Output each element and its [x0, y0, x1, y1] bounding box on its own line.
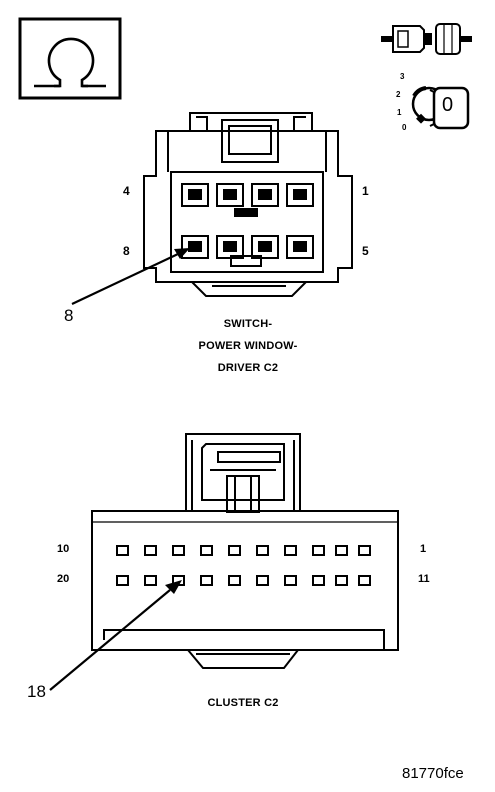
callout-arrow-pin-8	[71, 248, 190, 305]
c2-title-line-2: POWER WINDOW-	[198, 340, 298, 352]
ignition-position-3: 3	[400, 72, 405, 81]
ignition-position-2: 2	[396, 90, 401, 99]
cluster-pin-label-bottom-right: 11	[418, 573, 430, 585]
ohm-meter-icon	[18, 17, 122, 100]
switch-power-window-driver-c2-title: SWITCH- POWER WINDOW- DRIVER C2	[148, 313, 348, 379]
cluster-c2-cavities-bottom-row	[116, 575, 371, 586]
c2-cavities-bottom-row	[181, 235, 314, 259]
c2-cavities-top-row	[181, 183, 314, 207]
cluster-callout-number: 18	[27, 682, 46, 701]
cluster-pin-label-top-right: 1	[420, 543, 427, 555]
cluster-c2-cavities-top-row	[116, 545, 371, 556]
cluster-c2-title: CLUSTER C2	[207, 697, 279, 709]
cluster-pin-label-bottom-left: 20	[57, 573, 70, 585]
c2-title-line-3: DRIVER C2	[217, 362, 279, 374]
c2-title-line-1: SWITCH-	[223, 318, 273, 330]
connector-disconnect-icon	[381, 23, 472, 55]
c2-pin-label-bottom-left: 8	[123, 244, 130, 258]
ignition-position-0: 0	[402, 123, 407, 132]
c2-pin-label-bottom-right: 5	[362, 244, 369, 258]
switch-power-window-driver-c2-connector	[143, 112, 353, 297]
figure-code: 81770fce	[402, 765, 464, 782]
c2-callout-number: 8	[64, 306, 74, 325]
c2-pin-label-top-right: 1	[362, 184, 369, 198]
cluster-c2-connector	[91, 433, 399, 669]
ignition-key-off-icon	[411, 86, 470, 130]
ignition-position-1: 1	[397, 108, 402, 117]
ignition-key-off-label: 0	[442, 94, 454, 116]
cluster-pin-label-top-left: 10	[57, 543, 70, 555]
callout-arrow-pin-18	[49, 580, 182, 691]
c2-pin-label-top-left: 4	[123, 184, 130, 198]
